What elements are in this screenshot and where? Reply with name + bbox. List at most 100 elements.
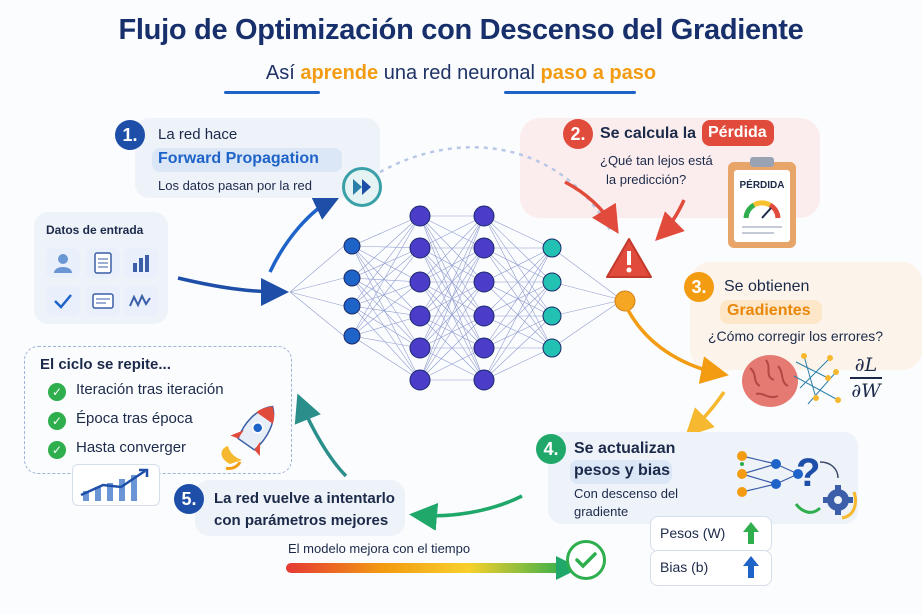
step2-badge-bg — [702, 120, 774, 146]
network-edge — [351, 305, 421, 349]
step2-question2: la predicción? — [606, 172, 687, 187]
network-edge — [419, 247, 485, 381]
network-edge — [483, 247, 553, 317]
gradient-formula: ∂L ∂W — [846, 354, 886, 402]
network-node-layer-2 — [473, 205, 495, 227]
network-edge — [551, 281, 623, 301]
network-node-layer-1 — [409, 237, 431, 259]
network-edge — [419, 315, 485, 381]
network-node-layer-0 — [343, 269, 361, 287]
network-edge — [351, 215, 421, 337]
step2-badge: Pérdida — [708, 124, 767, 141]
checkmark-icon — [46, 286, 80, 316]
network-edge — [351, 247, 421, 307]
step5-number: 5. — [174, 484, 204, 514]
network-edge — [289, 245, 345, 293]
network-node-layer-0 — [343, 237, 361, 255]
weights-pill — [650, 516, 772, 552]
step3-highlight-bg — [720, 300, 822, 324]
network-edge — [551, 299, 623, 349]
step1-highlight-bg — [152, 148, 342, 172]
network-edge — [351, 247, 421, 337]
output-node — [614, 290, 636, 312]
network-edge — [419, 215, 485, 317]
network-edge — [351, 245, 421, 283]
network-node-layer-3 — [542, 238, 562, 258]
cycle-item-1: Iteración tras iteración — [76, 381, 224, 398]
network-edge — [419, 315, 485, 349]
network-edge — [419, 247, 485, 283]
check-icon: ✓ — [48, 383, 66, 401]
network-edge — [483, 315, 553, 349]
network-edge — [351, 247, 421, 279]
network-edge — [483, 347, 553, 381]
cycle-arrow — [294, 393, 348, 478]
step4-highlight-bg — [570, 460, 672, 484]
network-edge — [419, 215, 485, 349]
network-edge — [351, 277, 421, 349]
network-node-layer-2 — [473, 337, 495, 359]
network-edge — [351, 315, 421, 337]
step1-line1: La red hace — [158, 126, 238, 143]
bar-chart-icon — [124, 248, 158, 278]
network-node-layer-3 — [542, 338, 562, 358]
network-edge — [419, 215, 485, 381]
network-node-layer-1 — [409, 305, 431, 327]
update-network-icon: ? — [730, 442, 860, 527]
network-edge — [351, 335, 421, 381]
step2-number: 2. — [563, 119, 593, 149]
network-edge — [483, 215, 553, 317]
step1-number: 1. — [115, 120, 145, 150]
cycle-title: El ciclo se repite... — [40, 356, 171, 373]
step3-question: ¿Cómo corregir los errores? — [708, 328, 884, 344]
loss-arrow-left — [564, 180, 619, 234]
growth-chart-icon — [72, 464, 160, 506]
brain-network-icon — [738, 348, 850, 419]
network-edge — [351, 215, 421, 279]
step4-desc1: Con descenso del — [574, 486, 679, 501]
subtitle-pre: Así — [265, 62, 301, 84]
network-edge — [351, 277, 421, 283]
network-node-layer-1 — [409, 271, 431, 293]
network-node-layer-1 — [409, 337, 431, 359]
signal-icon — [124, 286, 158, 316]
step2-question1: ¿Qué tan lejos está — [600, 153, 713, 168]
success-check-icon — [566, 540, 606, 580]
network-edge — [351, 335, 421, 349]
step3-line1: Se obtienen — [724, 278, 810, 295]
network-edge — [351, 277, 421, 317]
weights-label: Pesos (W) — [660, 525, 726, 541]
network-edge — [483, 281, 553, 381]
network-edge — [483, 247, 553, 283]
network-edge — [483, 215, 553, 283]
arrow-up-green-icon — [742, 520, 760, 551]
cycle-item-3: Hasta converger — [76, 439, 187, 456]
forward-play-icon — [342, 167, 382, 207]
clipboard-label: PÉRDIDA — [739, 180, 785, 191]
underline-aprende — [224, 91, 320, 94]
progress-bar — [286, 563, 568, 573]
network-edge — [483, 247, 553, 381]
update-arrow — [685, 391, 726, 437]
network-node-layer-3 — [542, 306, 562, 326]
network-edge — [551, 247, 623, 301]
network-edge — [351, 215, 421, 307]
network-edge — [419, 281, 485, 349]
bias-label: Bias (b) — [660, 559, 709, 575]
network-node-layer-1 — [409, 205, 431, 227]
network-edge — [419, 281, 485, 381]
network-edge — [483, 215, 553, 249]
network-edge — [483, 315, 553, 381]
formula-denominator: ∂W — [851, 380, 881, 402]
card-icon — [86, 286, 120, 316]
network-edge — [483, 281, 553, 349]
progress-label: El modelo mejora con el tiempo — [288, 541, 471, 556]
subtitle-highlight-paso: paso a paso — [540, 62, 657, 84]
arrow-up-blue-icon — [742, 554, 760, 585]
step2-line1: Se calcula la — [600, 125, 697, 142]
check-icon: ✓ — [48, 441, 66, 459]
step3-number: 3. — [684, 272, 714, 302]
warning-icon — [605, 236, 653, 285]
retry-arrow — [409, 494, 523, 531]
step4-line1: Se actualizan — [574, 440, 676, 457]
